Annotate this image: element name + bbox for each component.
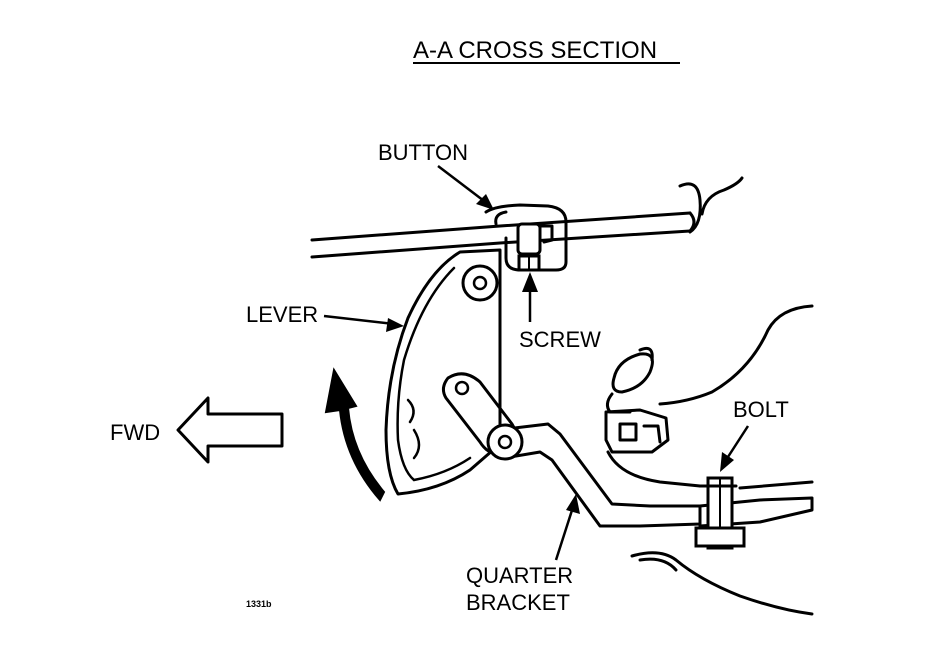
lever-part <box>384 248 502 496</box>
leader-lines <box>323 165 750 561</box>
fwd-arrow-icon <box>176 396 284 464</box>
label-screw: SCREW <box>519 327 601 352</box>
body-contour-upper <box>678 176 744 234</box>
body-contour-right <box>658 304 814 490</box>
label-quarter: QUARTER <box>466 563 573 588</box>
screw-part <box>517 254 541 272</box>
label-button: BUTTON <box>378 140 468 165</box>
rotation-arrow <box>324 367 386 502</box>
figure-id: 1331b <box>246 599 272 609</box>
label-bolt: BOLT <box>733 397 789 422</box>
glass-panel <box>310 211 696 259</box>
quarter-bracket-part <box>486 422 814 528</box>
button-part <box>484 203 568 272</box>
lower-body-panel <box>630 551 814 616</box>
bolt-part <box>694 476 746 550</box>
weatherstrip-seal <box>604 346 702 488</box>
label-lever: LEVER <box>246 302 318 327</box>
diagram-title: A-A CROSS SECTION <box>413 37 657 64</box>
label-bracket: BRACKET <box>466 590 570 615</box>
label-fwd: FWD <box>110 420 160 445</box>
